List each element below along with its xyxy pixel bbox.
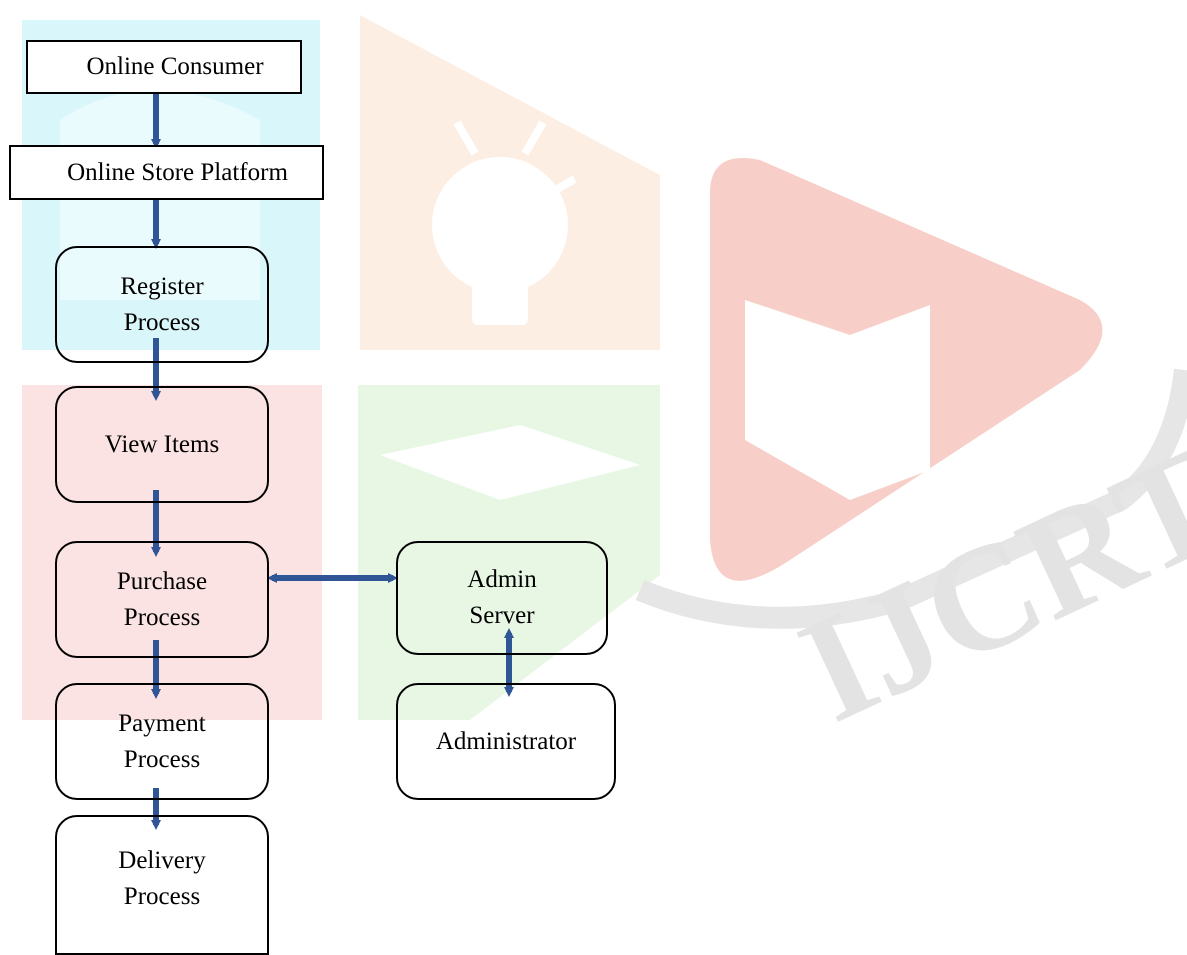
view-items-label: View Items: [104, 430, 220, 458]
online-store-platform-node: Online Store Platform: [9, 145, 324, 200]
purchase-process-label: Purchase Process: [116, 567, 208, 631]
online-consumer-node: Online Consumer: [26, 40, 302, 94]
lightbulb-icon: [432, 120, 577, 325]
online-consumer-label: Online Consumer: [86, 53, 264, 80]
purchase-process-node: Purchase Process: [55, 541, 269, 658]
view-items-node: View Items: [55, 386, 269, 503]
orange-tile: [360, 15, 660, 350]
administrator-label: Administrator: [435, 727, 577, 755]
admin-server-label: Admin Server: [467, 566, 537, 629]
delivery-process-node: Delivery Process: [55, 815, 269, 955]
register-process-label: Register Process: [120, 272, 204, 336]
register-process-node: Register Process: [55, 246, 269, 363]
online-store-platform-label: Online Store Platform: [67, 158, 288, 186]
payment-process-label: Payment Process: [118, 709, 206, 773]
green-tile: [358, 385, 660, 720]
admin-server-node: Admin Server: [396, 541, 608, 655]
delivery-process-label: Delivery Process: [118, 847, 206, 910]
administrator-node: Administrator: [396, 683, 616, 800]
payment-process-node: Payment Process: [55, 683, 269, 800]
